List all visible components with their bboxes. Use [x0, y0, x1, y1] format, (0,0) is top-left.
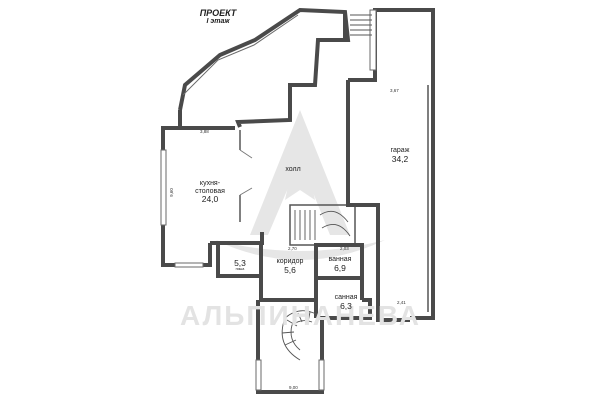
plan-title-line1: ПРОЕКТ	[199, 8, 237, 18]
room-bath-name: ванная	[328, 256, 352, 263]
outer-wall-upper	[178, 7, 351, 128]
room-kitchen-name: кухня- столовая	[195, 180, 225, 195]
room-garage: гараж 34,2	[380, 147, 420, 164]
room-niche-area: 5,3	[234, 258, 246, 268]
garage-side-window	[369, 9, 377, 71]
room-sauna-area: 6,3	[340, 300, 352, 311]
room-hall: холл	[278, 166, 308, 174]
room-garage-name: гараж	[390, 147, 410, 154]
entrance-window-west	[255, 359, 262, 391]
plan-title: ПРОЕКТ I этаж	[178, 8, 258, 25]
room-garage-area: 34,2	[391, 153, 409, 164]
dim-kitchen-top: 3,88	[200, 129, 209, 134]
room-kitchen: кухня- столовая 24,0	[185, 180, 235, 205]
east-inner-wall	[346, 80, 410, 322]
garage-walls	[348, 8, 435, 320]
entrance-window-east	[318, 359, 325, 391]
room-niche: 5,3 ниша	[228, 258, 252, 272]
room-sauna: санная 6,3	[326, 294, 366, 311]
corridor-walls	[259, 243, 364, 302]
room-corridor-name: коридор	[276, 258, 304, 265]
watermark-logo	[215, 110, 385, 260]
plan-title-line2: I этаж	[206, 18, 230, 25]
room-sauna-name: санная	[334, 294, 358, 301]
sauna-walls	[316, 298, 372, 320]
dim-garage-bottom: 2,41	[397, 300, 406, 305]
window-angled	[182, 14, 299, 96]
dim-entrance-bottom: 9,00	[289, 385, 298, 390]
stair-upper	[294, 210, 351, 240]
kitchen-door	[239, 149, 253, 196]
dim-corridor-top: 2,70	[288, 246, 297, 251]
room-hall-name: холл	[285, 166, 301, 173]
room-kitchen-area: 24,0	[201, 194, 219, 205]
upper-stair	[350, 14, 372, 36]
kitchen-window	[160, 149, 167, 226]
dim-kitchen-side: 9,60	[168, 188, 174, 197]
room-bath: ванная 6,9	[320, 256, 360, 273]
kitchen-south-window	[174, 262, 204, 268]
room-niche-note: ниша	[235, 267, 245, 272]
watermark-text: АЛЬПИНАНЕВА	[180, 300, 421, 331]
dim-bath-top: 2,03	[340, 246, 349, 251]
room-corridor: коридор 5,6	[265, 258, 315, 275]
dim-garage-top: 3,67	[390, 88, 399, 93]
room-bath-area: 6,9	[334, 262, 346, 273]
spiral-stair	[281, 310, 319, 361]
entrance-walls	[256, 300, 324, 394]
room-corridor-area: 5,6	[284, 264, 296, 275]
